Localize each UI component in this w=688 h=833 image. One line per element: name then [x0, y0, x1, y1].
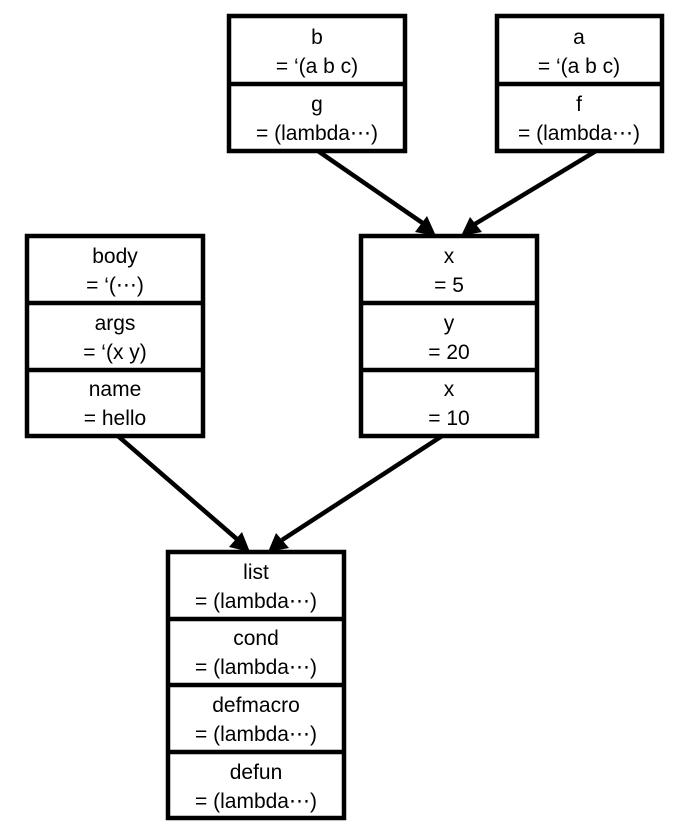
binding-value: = ‘(a b c) — [276, 55, 358, 78]
binding-value: = ‘(⋯) — [86, 274, 144, 297]
binding-value: = 5 — [434, 274, 464, 297]
binding-value: = (lambda⋯) — [195, 790, 317, 813]
binding-value: = ‘(x y) — [83, 341, 147, 364]
binding-name: body — [92, 245, 138, 268]
frame-a-f: a = ‘(a b c) f = (lambda⋯) — [494, 13, 665, 154]
edges — [116, 149, 598, 552]
binding-name: cond — [233, 627, 279, 650]
frame-global: list = (lambda⋯) cond = (lambda⋯) defmac… — [165, 549, 347, 821]
frame-b-g: b = ‘(a b c) g = (lambda⋯) — [226, 13, 408, 154]
binding-name: x — [444, 245, 455, 268]
edge-xyx-to-global — [280, 434, 444, 542]
binding-name: f — [576, 93, 582, 116]
arrowhead-body-to-global — [229, 532, 250, 552]
binding-value: = (lambda⋯) — [256, 122, 378, 145]
binding-name: list — [243, 561, 269, 584]
binding-name: name — [89, 378, 142, 401]
edge-a-f-to-xyx — [473, 149, 598, 226]
binding-value: = (lambda⋯) — [195, 656, 317, 679]
binding-value: = (lambda⋯) — [195, 723, 317, 746]
binding-name: x — [444, 378, 455, 401]
binding-value: = (lambda⋯) — [518, 122, 640, 145]
binding-name: g — [311, 93, 323, 116]
binding-name: args — [95, 312, 136, 335]
binding-name: a — [573, 26, 585, 49]
binding-name: b — [311, 26, 323, 49]
binding-value: = hello — [84, 407, 146, 430]
edge-b-g-to-xyx — [316, 149, 426, 226]
frame-x-y-x: x = 5 y = 20 x = 10 — [358, 233, 540, 439]
frame-body-args-name: body = ‘(⋯) args = ‘(x y) name = hello — [24, 233, 206, 439]
arrowhead-a-f-to-xyx — [461, 217, 482, 236]
arrowhead-xyx-to-global — [268, 533, 289, 552]
binding-name: defmacro — [212, 694, 300, 717]
binding-name: defun — [230, 761, 283, 784]
binding-value: = (lambda⋯) — [195, 590, 317, 613]
binding-value: = 10 — [428, 407, 469, 430]
arrowhead-b-g-to-xyx — [415, 216, 436, 236]
binding-name: y — [444, 312, 455, 335]
binding-value: = ‘(a b c) — [538, 55, 620, 78]
binding-value: = 20 — [428, 341, 469, 364]
edge-body-to-global — [116, 434, 240, 542]
